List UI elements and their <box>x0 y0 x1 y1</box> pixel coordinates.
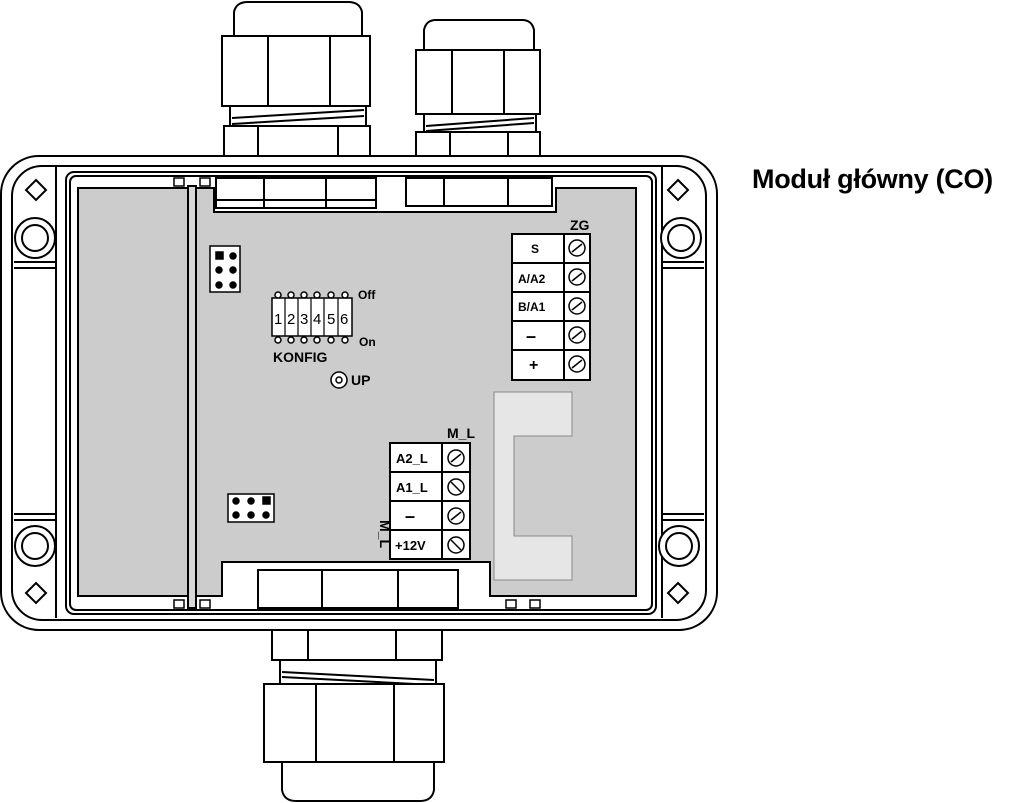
connector-ml: M_L M_L A2_L A1_L – +12V <box>377 425 475 560</box>
dip-position-1[interactable]: 1 <box>274 311 282 328</box>
connector-zg: ZG S A/A2 B/A1 – + <box>511 217 591 381</box>
ml-terminal-a1-l: A1_L <box>396 480 428 495</box>
clips <box>173 177 541 609</box>
zg-terminal-a-a2: A/A2 <box>518 272 546 286</box>
connector-ml-header: M_L <box>447 425 475 441</box>
dip-position-2[interactable]: 2 <box>287 311 295 328</box>
bottom-connector-strip <box>257 569 459 609</box>
dip-position-4[interactable]: 4 <box>313 311 321 328</box>
top-connector-strip-right <box>405 177 553 207</box>
mounting-hole-top-left <box>14 217 56 259</box>
dip-on-label: On <box>359 335 376 349</box>
zg-terminal-b-a1: B/A1 <box>518 300 546 314</box>
jumper-block-bottom <box>227 493 275 523</box>
dip-position-6[interactable]: 6 <box>340 311 348 328</box>
diagram-title: Moduł główny (CO) <box>752 164 993 194</box>
mounting-hole-bottom-left <box>14 525 56 567</box>
dip-off-label: Off <box>358 288 376 302</box>
zg-terminal-minus: – <box>526 326 536 346</box>
up-button[interactable]: UP <box>330 371 370 389</box>
dip-switch: 1 2 3 4 5 6 Off On KONFIG <box>271 288 376 365</box>
cable-gland-top-left <box>221 1 371 157</box>
top-connector-strip-left <box>215 177 377 209</box>
ml-terminal-plus12v: +12V <box>395 538 426 553</box>
dip-switch-label: KONFIG <box>273 349 328 365</box>
dip-position-3[interactable]: 3 <box>300 311 308 328</box>
din-rail <box>187 185 197 609</box>
connector-zg-header: ZG <box>570 217 590 233</box>
dip-position-5[interactable]: 5 <box>327 311 335 328</box>
zg-terminal-s: S <box>531 242 539 256</box>
cable-gland-bottom <box>263 629 445 802</box>
cable-gland-top-right <box>415 19 541 157</box>
ml-terminal-a2-l: A2_L <box>396 451 428 466</box>
up-button-label: UP <box>351 372 370 388</box>
jumper-block-top <box>209 245 241 293</box>
ml-terminal-minus: – <box>405 506 415 526</box>
zg-terminal-plus: + <box>529 357 538 374</box>
lid-screw-markers <box>24 178 690 605</box>
mounting-hole-top-right <box>660 217 702 259</box>
display-area <box>493 391 573 581</box>
mounting-hole-bottom-right <box>658 525 700 567</box>
